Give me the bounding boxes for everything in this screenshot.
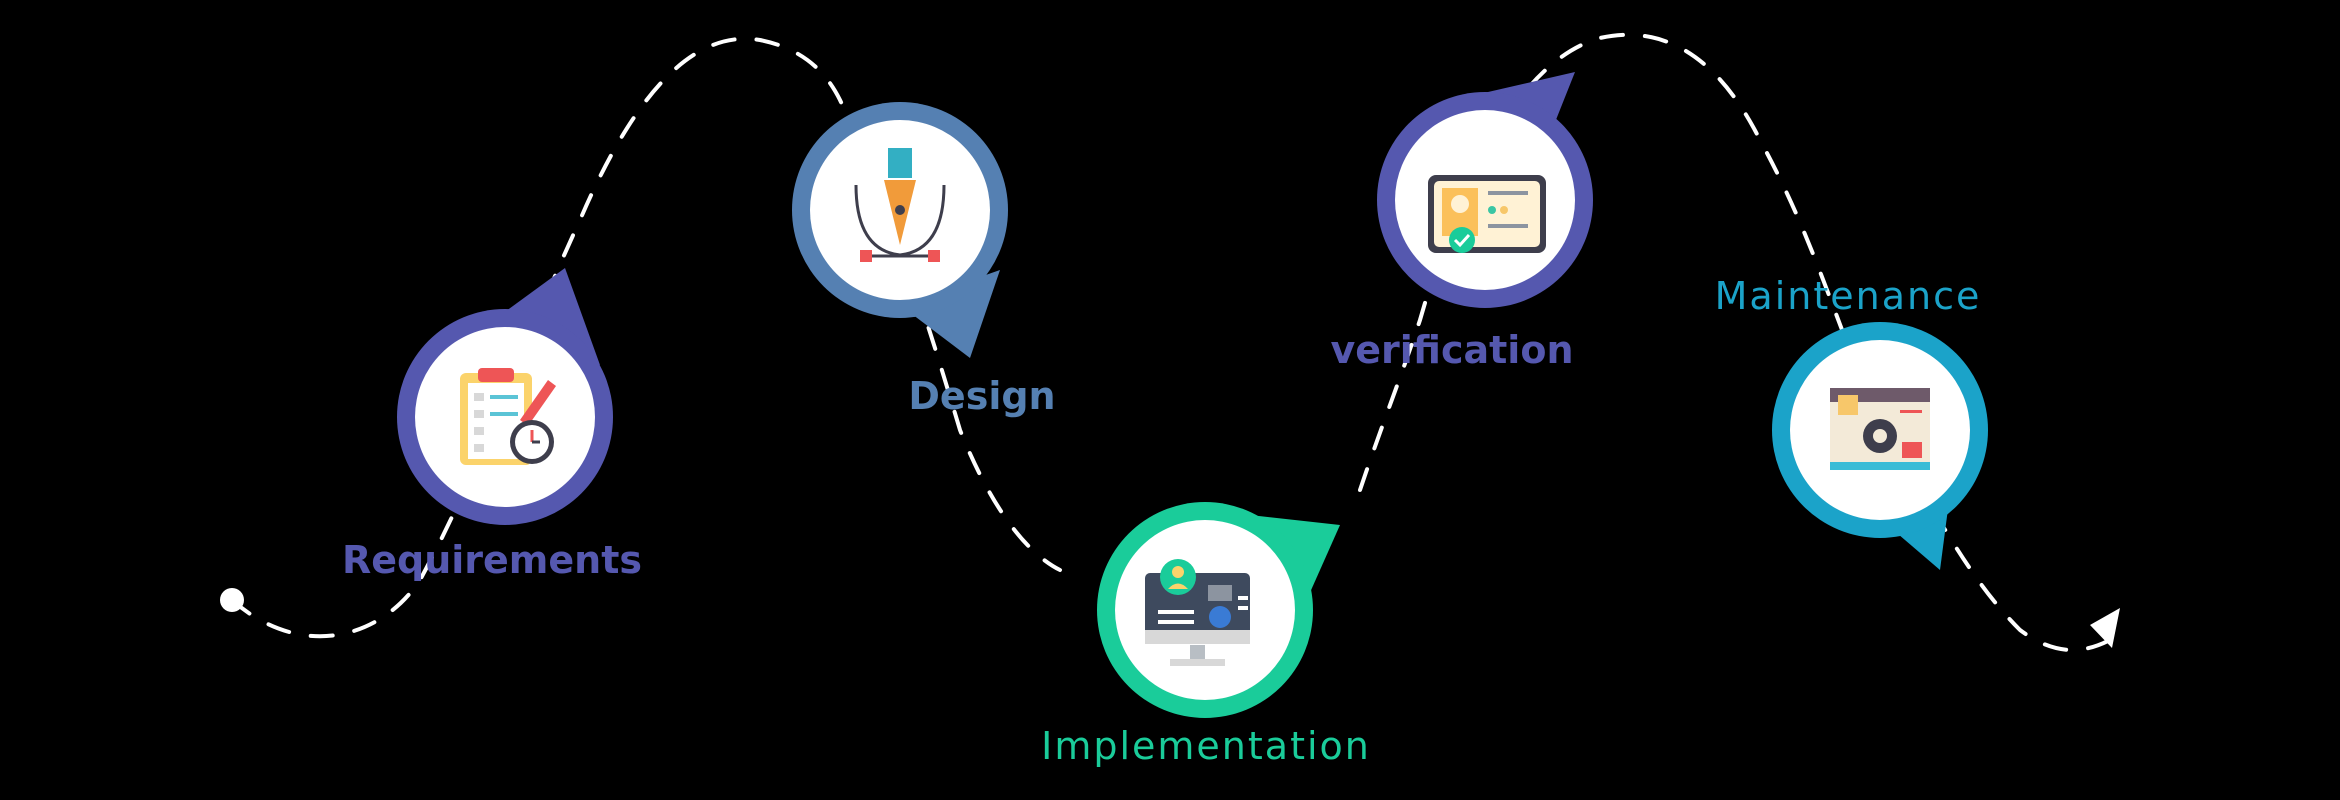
label-implementation: Implementation <box>1041 724 1371 768</box>
clipboard-checklist-icon <box>460 368 556 465</box>
marker-implementation <box>1097 502 1340 718</box>
id-card-check-icon <box>1428 175 1546 253</box>
end-arrow <box>2090 608 2120 648</box>
marker-verification <box>1377 72 1593 308</box>
browser-gear-icon <box>1830 388 1930 470</box>
dashed-path-2 <box>1358 32 2112 652</box>
marker-design <box>792 102 1008 358</box>
start-dot <box>220 588 244 612</box>
pen-nib-icon <box>854 148 946 262</box>
marker-requirements <box>397 268 613 525</box>
marker-maintenance <box>1772 322 1988 570</box>
label-verification: verification <box>1330 328 1574 372</box>
label-requirements: Requirements <box>341 538 643 582</box>
label-design: Design <box>908 374 1056 418</box>
label-maintenance: Maintenance <box>1714 274 1982 318</box>
computer-monitor-icon <box>1145 559 1250 666</box>
dashed-path <box>230 36 1062 639</box>
